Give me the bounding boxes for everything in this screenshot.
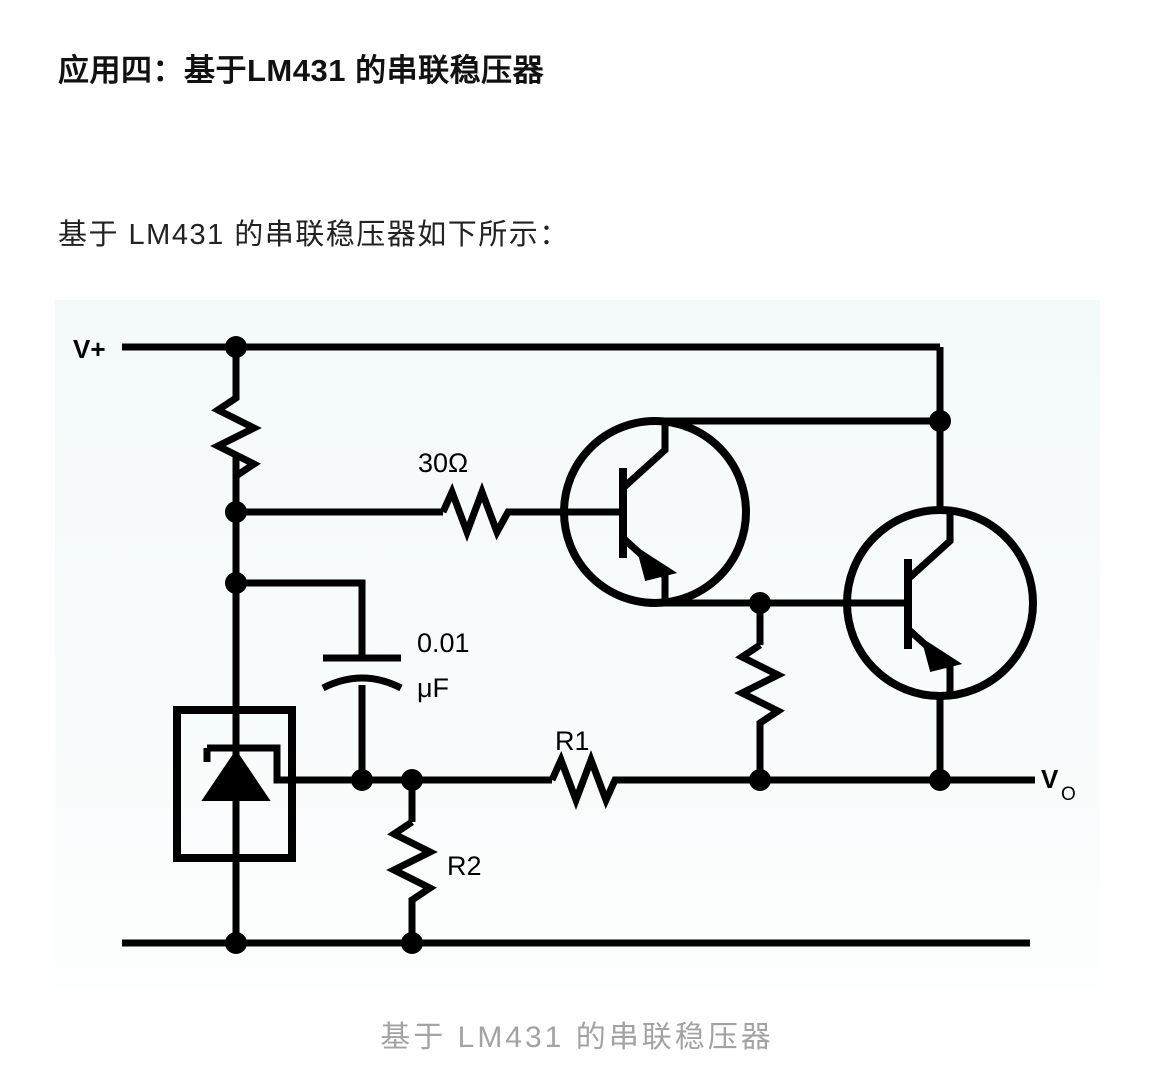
junction-dot xyxy=(225,932,247,954)
output-voltage-label: V xyxy=(1041,764,1059,794)
junction-dot xyxy=(749,769,771,791)
junction-dot xyxy=(225,501,247,523)
junction-dot xyxy=(929,769,951,791)
feedback-resistor-r1 xyxy=(548,750,624,810)
feedback-resistor-r2 xyxy=(386,780,438,943)
bias-resistor-top xyxy=(210,392,262,483)
junction-dot xyxy=(351,769,373,791)
junction-dot xyxy=(749,592,771,614)
circuit-schematic-svg: V+ 30Ω 0.01 μF R1 R2 V O xyxy=(73,334,1076,954)
junction-dot xyxy=(401,769,423,791)
lead-paragraph: 基于 LM431 的串联稳压器如下所示： xyxy=(58,219,570,251)
page-title: 应用四：基于LM431 的串联稳压器 xyxy=(58,52,545,88)
supply-rail-label: V+ xyxy=(73,334,106,364)
resistor-30ohm-label: 30Ω xyxy=(418,448,468,478)
supply-rail-wire xyxy=(122,343,944,420)
circuit-figure: V+ 30Ω 0.01 μF R1 R2 V O xyxy=(55,300,1100,990)
resistor-r2-label: R2 xyxy=(447,851,482,881)
shunt-regulator-lm431 xyxy=(173,706,296,862)
junction-dot xyxy=(225,572,247,594)
driver-transistor-q1 xyxy=(555,417,940,607)
emitter-load-resistor xyxy=(734,603,786,780)
junction-dot xyxy=(929,410,951,432)
figure-caption: 基于 LM431 的串联稳压器 xyxy=(380,1021,774,1054)
pass-transistor-q2 xyxy=(760,421,1037,780)
capacitor-value-label: 0.01 xyxy=(417,628,470,658)
resistor-r1-label: R1 xyxy=(555,726,590,756)
output-voltage-subscript: O xyxy=(1061,784,1076,805)
junction-dot xyxy=(401,932,423,954)
capacitor-unit-label: μF xyxy=(417,673,449,703)
junction-dot xyxy=(225,336,247,358)
compensation-capacitor xyxy=(321,654,403,692)
junction-dots xyxy=(225,336,951,954)
series-resistor-30ohm xyxy=(439,482,517,542)
capacitor-branch-wire xyxy=(236,579,366,780)
